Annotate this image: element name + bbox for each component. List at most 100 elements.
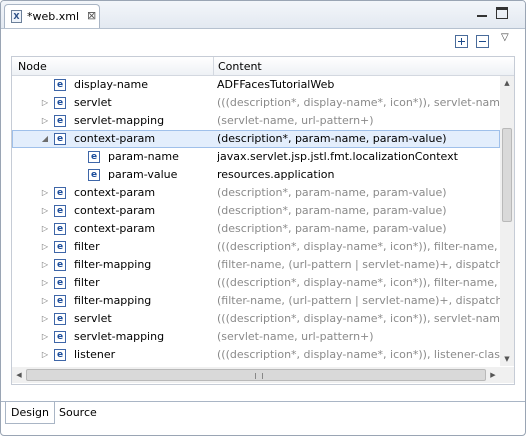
node-content[interactable]: (description*, param-name, param-value) [217, 222, 447, 235]
node-content[interactable]: (filter-name, (url-pattern | servlet-nam… [217, 294, 500, 307]
element-icon: e [54, 79, 66, 91]
table-header: Node Content [12, 57, 514, 76]
column-header-node[interactable]: Node [18, 60, 47, 73]
node-name: filter-mapping [74, 258, 152, 271]
node-name: display-name [74, 78, 149, 91]
node-name: context-param [74, 132, 156, 145]
expand-arrow-icon[interactable]: ▷ [41, 260, 49, 269]
horizontal-scroll-thumb[interactable] [26, 369, 486, 381]
column-header-content[interactable]: Content [218, 60, 262, 73]
node-name: filter [74, 240, 100, 253]
expand-arrow-icon[interactable]: ▷ [41, 98, 49, 107]
no-toggle [74, 170, 84, 180]
element-icon: e [54, 277, 66, 289]
tab-web-xml[interactable]: X *web.xml ⊠ [4, 4, 100, 28]
table-row[interactable]: e param-value resources.application [12, 166, 500, 184]
grip-icon [255, 373, 263, 379]
node-content[interactable]: ADFFacesTutorialWeb [217, 78, 335, 91]
expand-all-button[interactable] [455, 35, 468, 48]
element-icon: e [54, 97, 66, 109]
expand-arrow-icon[interactable]: ▷ [41, 296, 49, 305]
node-name: context-param [74, 222, 156, 235]
node-name: servlet [74, 312, 112, 325]
node-content[interactable]: (((description*, display-name*, icon*)),… [217, 348, 500, 361]
expand-arrow-icon[interactable]: ▷ [41, 314, 49, 323]
collapse-arrow-icon[interactable]: ◢ [41, 134, 49, 143]
node-content[interactable]: (((description*, display-name*, icon*)),… [217, 312, 500, 325]
node-content[interactable]: (servlet-name, url-pattern+) [217, 330, 374, 343]
node-content[interactable]: (((description*, display-name*, icon*)),… [217, 276, 500, 289]
no-toggle [40, 80, 50, 90]
expand-arrow-icon[interactable]: ▷ [41, 332, 49, 341]
scroll-left-arrow-icon[interactable]: ◀ [16, 371, 22, 379]
node-name: param-name [108, 150, 179, 163]
node-name: servlet-mapping [74, 114, 165, 127]
expand-arrow-icon[interactable]: ▷ [41, 188, 49, 197]
minimize-button[interactable] [476, 7, 488, 19]
element-icon: e [54, 133, 66, 145]
horizontal-scrollbar[interactable]: ◀ ▶ [12, 367, 500, 383]
editor-tab-bar: X *web.xml ⊠ [1, 1, 525, 29]
element-icon: e [88, 169, 100, 181]
node-content[interactable]: resources.application [217, 168, 335, 181]
xml-tree-table: Node Content e display-name ADFFacesTutori… [11, 56, 515, 385]
editor-mode-tabs: Design Source [1, 401, 525, 435]
element-icon: e [54, 223, 66, 235]
node-name: servlet [74, 96, 112, 109]
view-menu-icon[interactable]: ▽ [501, 32, 509, 43]
node-name: listener [74, 348, 116, 361]
vertical-scrollbar[interactable]: ▲ ▼ [500, 76, 514, 366]
table-row[interactable]: ▷ e context-param (description*, param-name… [12, 220, 500, 238]
node-name: filter [74, 276, 100, 289]
scroll-right-arrow-icon[interactable]: ▶ [490, 371, 496, 379]
element-icon: e [54, 205, 66, 217]
scroll-down-arrow-icon[interactable]: ▼ [504, 355, 510, 363]
tab-source[interactable]: Source [59, 406, 97, 419]
element-icon: e [54, 187, 66, 199]
node-content[interactable]: (filter-name, (url-pattern | servlet-nam… [217, 258, 500, 271]
element-icon: e [54, 295, 66, 307]
maximize-button[interactable] [496, 7, 508, 19]
node-content[interactable]: (servlet-name, url-pattern+) [217, 114, 374, 127]
node-content[interactable]: (((description*, display-name*, icon*)),… [217, 240, 500, 253]
node-content[interactable]: javax.servlet.jsp.jstl.fmt.localizationC… [217, 150, 458, 163]
table-row[interactable]: ▷ e filter-mapping (filter-name, (url-patte… [12, 292, 500, 310]
table-row[interactable]: ▷ e context-param (description*, param-name… [12, 184, 500, 202]
expand-arrow-icon[interactable]: ▷ [41, 278, 49, 287]
node-content[interactable]: (description*, param-name, param-value) [217, 204, 447, 217]
vertical-scroll-thumb[interactable] [502, 128, 512, 222]
expand-arrow-icon[interactable]: ▷ [41, 224, 49, 233]
node-name: context-param [74, 186, 156, 199]
close-icon[interactable]: ⊠ [87, 9, 97, 22]
node-name: filter-mapping [74, 294, 152, 307]
node-content[interactable]: (((description*, display-name*, icon*)),… [217, 96, 500, 109]
node-content[interactable]: (description*, param-name, param-value) [217, 132, 447, 145]
collapse-all-button[interactable] [476, 35, 489, 48]
node-name: param-value [108, 168, 178, 181]
table-row[interactable]: e display-name ADFFacesTutorialWeb [12, 76, 500, 94]
column-divider[interactable] [213, 57, 214, 75]
expand-arrow-icon[interactable]: ▷ [41, 350, 49, 359]
expand-arrow-icon[interactable]: ▷ [41, 206, 49, 215]
scroll-up-arrow-icon[interactable]: ▲ [504, 79, 510, 87]
table-row[interactable]: ▷ e servlet (((description*, display-name*,… [12, 94, 500, 112]
scrollbar-corner [500, 367, 514, 383]
editor-toolbar: ▽ [1, 29, 525, 55]
table-row[interactable]: ◢ e context-param (description*, param-name… [12, 130, 500, 148]
tab-design[interactable]: Design [5, 402, 55, 424]
node-content[interactable]: (description*, param-name, param-value) [217, 186, 447, 199]
expand-arrow-icon[interactable]: ▷ [41, 242, 49, 251]
expand-arrow-icon[interactable]: ▷ [41, 116, 49, 125]
xml-file-icon: X [11, 10, 22, 23]
